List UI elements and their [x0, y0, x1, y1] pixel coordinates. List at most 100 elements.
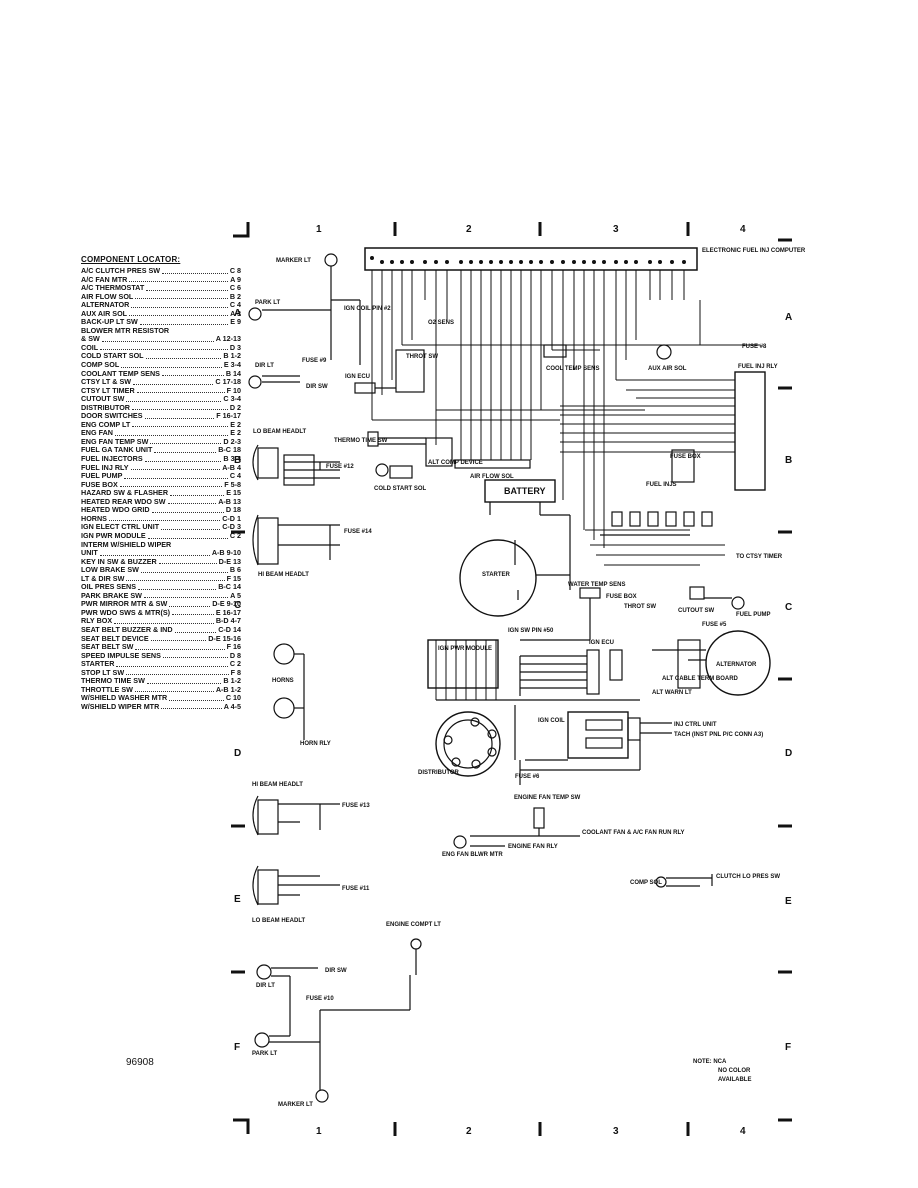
label-park-lt: PARK LT [255, 300, 280, 306]
locator-item-name: LOW BRAKE SW [81, 565, 139, 575]
label-alternator: ALTERNATOR [716, 662, 757, 668]
label-eng-fan-blwr-mtr: ENG FAN BLWR MTR [442, 852, 503, 858]
locator-item-name: CUTOUT SW [81, 394, 125, 404]
locator-item-name: FUEL PUMP [81, 471, 123, 481]
note-line-2: NO COLOR [718, 1068, 751, 1074]
leader-dots [158, 558, 217, 565]
label-horn-rly: HORN RLY [300, 741, 331, 747]
grid-col-1-bottom: 1 [316, 1126, 322, 1137]
label-fuel-injs: FUEL INJS [646, 482, 677, 488]
locator-item-name: KEY IN SW & BUZZER [81, 556, 157, 566]
locator-item-name: DISTRIBUTOR [81, 402, 130, 412]
locator-item-name: SEAT BELT DEVICE [81, 633, 149, 643]
leader-dots [133, 378, 214, 385]
label-marker-lt: MARKER LT [276, 258, 311, 264]
label-dir-sw: DIR SW [306, 384, 328, 390]
note-line-3: AVAILABLE [718, 1077, 751, 1083]
label-lo-beam-headlt-2: LO BEAM HEADLT [252, 918, 306, 924]
locator-item-code: A 9 [230, 274, 241, 284]
label-hi-beam-headlt-2: HI BEAM HEADLT [252, 782, 303, 788]
locator-item-name: DOOR SWITCHES [81, 411, 143, 421]
locator-item-name: THROTTLE SW [81, 684, 133, 694]
label-alt-comp-device: ALT COMP DEVICE [428, 460, 483, 466]
leader-dots [101, 335, 214, 342]
grid-row-e-right: E [785, 896, 792, 907]
locator-item-name: FUEL INJECTORS [81, 454, 143, 464]
locator-item-name: ENG FAN TEMP SW [81, 436, 149, 446]
locator-item-name: PARK BRAKE SW [81, 590, 142, 600]
locator-row: INTERM W/SHIELD WIPER [81, 540, 241, 550]
leader-dots [162, 652, 228, 659]
label-marker-lt-2: MARKER LT [278, 1102, 313, 1108]
grid-row-a-right: A [785, 312, 792, 323]
grid-row-e-left: E [234, 894, 241, 905]
label-fuse6: FUSE #6 [515, 774, 540, 780]
locator-item-code: B 14 [225, 368, 241, 378]
locator-item-code: E 9 [230, 317, 241, 327]
leader-dots [126, 395, 222, 402]
grid-row-c-right: C [785, 602, 792, 613]
label-throt-sw-2: THROT SW [624, 604, 656, 610]
locator-item-code: C 4 [229, 300, 241, 310]
locator-item-name: RLY BOX [81, 616, 113, 626]
label-to-ctsy-timer: TO CTSY TIMER [736, 554, 783, 560]
locator-item-code: C 4 [229, 471, 241, 481]
locator-item-code: B-D 4-7 [215, 616, 241, 626]
label-ign-pwr-module: IGN PWR MODULE [438, 646, 492, 652]
locator-item-code: C 2 [229, 659, 241, 669]
locator-item-code: B 1-2 [223, 351, 241, 361]
label-dir-lt-2: DIR LT [256, 983, 275, 989]
locator-row: FUEL PUMP C 4 [81, 472, 241, 481]
leader-dots [161, 370, 224, 377]
locator-item-name: COMP SOL [81, 360, 120, 370]
label-alt-warn-lt: ALT WARN LT [652, 690, 692, 696]
locator-item-code: A-B 4 [222, 462, 241, 472]
leader-dots [129, 310, 229, 317]
locator-item-code: E 2 [230, 419, 241, 429]
leader-dots [169, 600, 211, 607]
label-comp-sol: COMP SOL [630, 880, 662, 886]
locator-item-name: FUSE BOX [81, 479, 118, 489]
locator-item-code: D-E 15-16 [208, 633, 241, 643]
grid-col-4-top: 4 [740, 224, 746, 235]
label-ign-ecu: IGN ECU [345, 374, 370, 380]
locator-item-code: C 3-4 [223, 394, 241, 404]
grid-col-2-bottom: 2 [466, 1126, 472, 1137]
leader-dots [138, 583, 217, 590]
locator-row: SEAT BELT DEVICE D-E 15-16 [81, 633, 241, 644]
locator-item-name: AUX AIR SOL [81, 308, 128, 318]
locator-row: CUTOUT SW C 3-4 [81, 395, 241, 404]
label-fuse9: FUSE #9 [302, 358, 327, 364]
label-water-temp-sens: WATER TEMP SENS [568, 582, 625, 588]
label-throt-sw: THROT SW [406, 354, 438, 360]
locator-item-code: C 17-18 [215, 377, 241, 387]
locator-item-name: SEAT BELT SW [81, 642, 134, 652]
leader-dots [147, 532, 228, 539]
label-ign-coil-pin: IGN COIL PIN #2 [344, 306, 391, 312]
label-fuse13: FUSE #13 [342, 803, 370, 809]
label-starter: STARTER [482, 572, 511, 578]
label-dir-sw-2: DIR SW [325, 968, 347, 974]
note-line-1: NOTE: NCA [693, 1059, 727, 1065]
label-fuel-pump: FUEL PUMP [736, 612, 771, 618]
